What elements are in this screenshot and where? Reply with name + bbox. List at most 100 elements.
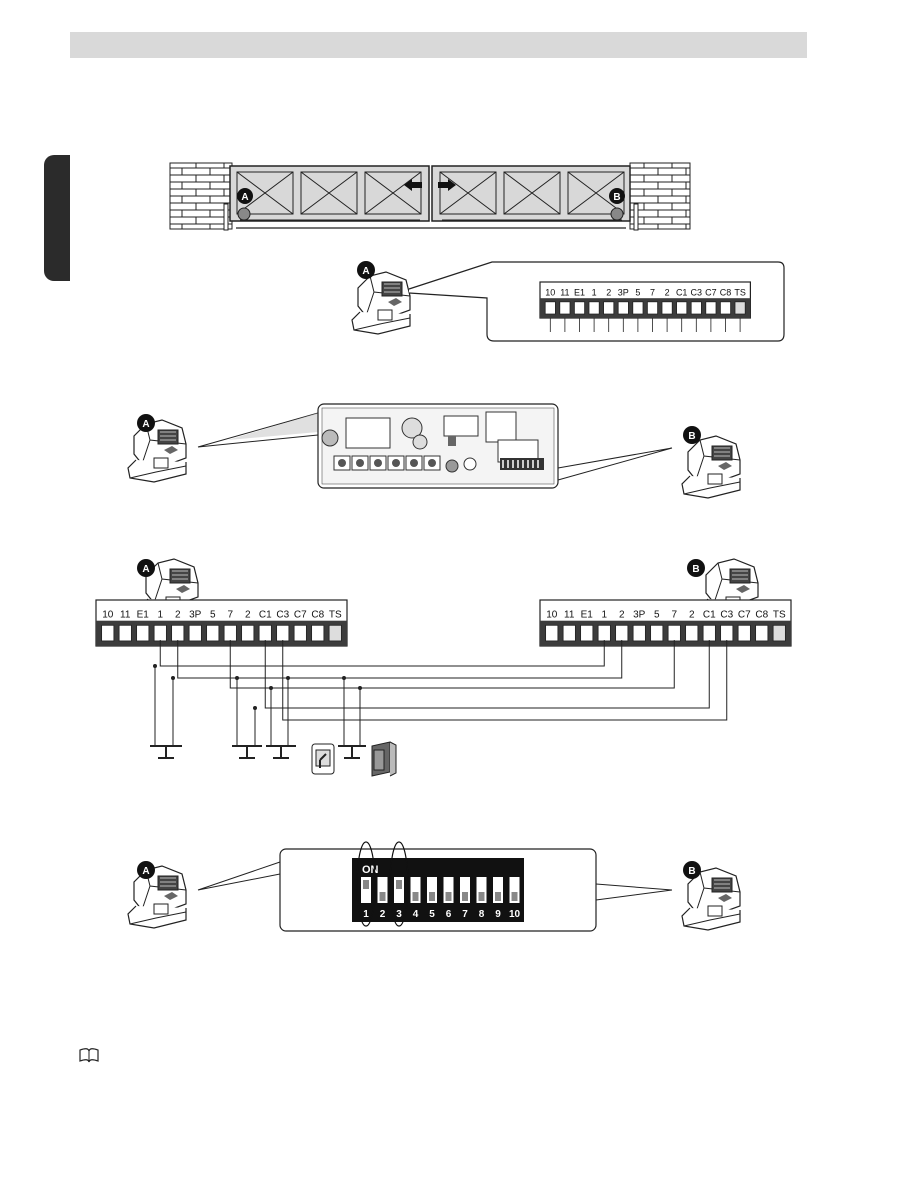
svg-text:B: B <box>688 431 695 442</box>
terminal-screw <box>772 624 786 642</box>
terminal-screw <box>676 301 688 315</box>
terminal-label: TS <box>734 288 746 298</box>
motor-unit-icon <box>127 865 187 929</box>
terminal-screw <box>328 624 342 642</box>
terminal-screw <box>223 624 237 642</box>
terminal-label: 1 <box>601 609 607 620</box>
side-tab <box>44 155 70 281</box>
terminal-screw <box>118 624 132 642</box>
svg-text:A: A <box>362 266 369 277</box>
dip-number: 1 <box>363 909 369 920</box>
header-bar <box>70 32 807 58</box>
dip-switch-lever[interactable] <box>460 877 470 903</box>
svg-text:A: A <box>142 564 149 575</box>
gate-leaf-left <box>229 165 430 222</box>
dip-number: 3 <box>396 909 402 920</box>
dip-switch-lever[interactable] <box>443 877 454 903</box>
terminal-screw <box>153 624 167 642</box>
terminal-screw <box>617 301 629 315</box>
radio-receiver-icon <box>371 741 397 777</box>
svg-text:B: B <box>688 866 695 877</box>
terminal-screw <box>720 624 734 642</box>
terminal-label: 5 <box>635 288 640 298</box>
terminal-label: 3P <box>633 609 646 620</box>
terminal-label: 3P <box>189 609 202 620</box>
dip-switch-lever[interactable] <box>427 877 437 903</box>
terminal-label: 2 <box>665 288 670 298</box>
push-button-icon <box>150 745 182 759</box>
svg-text:B: B <box>613 192 620 203</box>
svg-text:A: A <box>241 192 248 203</box>
dip-switch-lever[interactable] <box>361 877 371 903</box>
dip-on-label: ON <box>362 864 379 876</box>
terminal-screw <box>615 624 629 642</box>
svg-text:A: A <box>142 866 149 877</box>
terminal-label: C7 <box>294 609 307 620</box>
dip-switch-lever[interactable] <box>410 877 421 903</box>
terminal-screw <box>276 624 290 642</box>
terminal-label: TS <box>329 609 342 620</box>
terminal-label: 2 <box>245 609 251 620</box>
terminal-screw <box>545 624 559 642</box>
right-wall <box>629 162 691 230</box>
terminal-label: 10 <box>545 288 555 298</box>
terminal-screw <box>755 624 769 642</box>
marker-b-5: B <box>683 861 701 879</box>
terminal-label: 7 <box>227 609 233 620</box>
dip-highlight-1 <box>356 841 376 927</box>
dip-switch-lever[interactable] <box>394 877 404 903</box>
terminal-screw <box>293 624 307 642</box>
terminal-label: E1 <box>581 609 594 620</box>
terminal-label: 11 <box>564 609 575 620</box>
terminal-screw <box>171 624 185 642</box>
dip-highlight-3 <box>389 841 409 927</box>
terminal-label: C1 <box>676 288 688 298</box>
motor-unit-icon <box>351 271 411 335</box>
terminal-label: 1 <box>592 288 597 298</box>
terminal-screw <box>188 624 202 642</box>
terminal-label: C3 <box>720 609 733 620</box>
terminal-label: C8 <box>311 609 324 620</box>
terminal-screw <box>206 624 220 642</box>
dip-number: 10 <box>509 909 521 920</box>
terminal-screw <box>597 624 611 642</box>
book-icon <box>79 1048 99 1063</box>
dip-switch-lever[interactable] <box>493 877 503 903</box>
terminal-screw <box>136 624 150 642</box>
terminal-label: C7 <box>705 288 717 298</box>
terminal-screw <box>734 301 746 315</box>
dip-switch-lever[interactable] <box>377 877 388 903</box>
dip-number: 8 <box>479 909 485 920</box>
dip-number: 7 <box>462 909 468 920</box>
left-wall <box>169 162 233 230</box>
dip-switch-lever[interactable] <box>509 877 520 903</box>
terminal-screw <box>650 624 664 642</box>
wiring-lines <box>153 640 728 746</box>
terminal-label: C7 <box>738 609 751 620</box>
terminal-label: TS <box>773 609 786 620</box>
marker-a-5: A <box>137 861 155 879</box>
svg-text:A: A <box>142 419 149 430</box>
terminal-screw <box>667 624 681 642</box>
terminal-screw <box>562 624 576 642</box>
terminal-screw <box>588 301 600 315</box>
dip-switch-lever[interactable] <box>476 877 487 903</box>
svg-text:B: B <box>692 564 699 575</box>
dip-number: 9 <box>495 909 501 920</box>
terminal-label: C1 <box>703 609 716 620</box>
terminal-label: 3P <box>618 288 629 298</box>
terminal-screw <box>719 301 732 315</box>
terminal-screw <box>258 624 272 642</box>
motor-unit-icon <box>127 419 187 483</box>
terminal-label: C3 <box>691 288 703 298</box>
terminal-label: 2 <box>619 609 625 620</box>
terminal-screw <box>737 624 751 642</box>
terminal-screw <box>661 301 673 315</box>
terminal-label: 11 <box>120 609 131 620</box>
terminal-screw <box>632 624 646 642</box>
dip-number: 6 <box>446 909 452 920</box>
terminal-screw <box>580 624 594 642</box>
terminal-label: C8 <box>720 288 732 298</box>
